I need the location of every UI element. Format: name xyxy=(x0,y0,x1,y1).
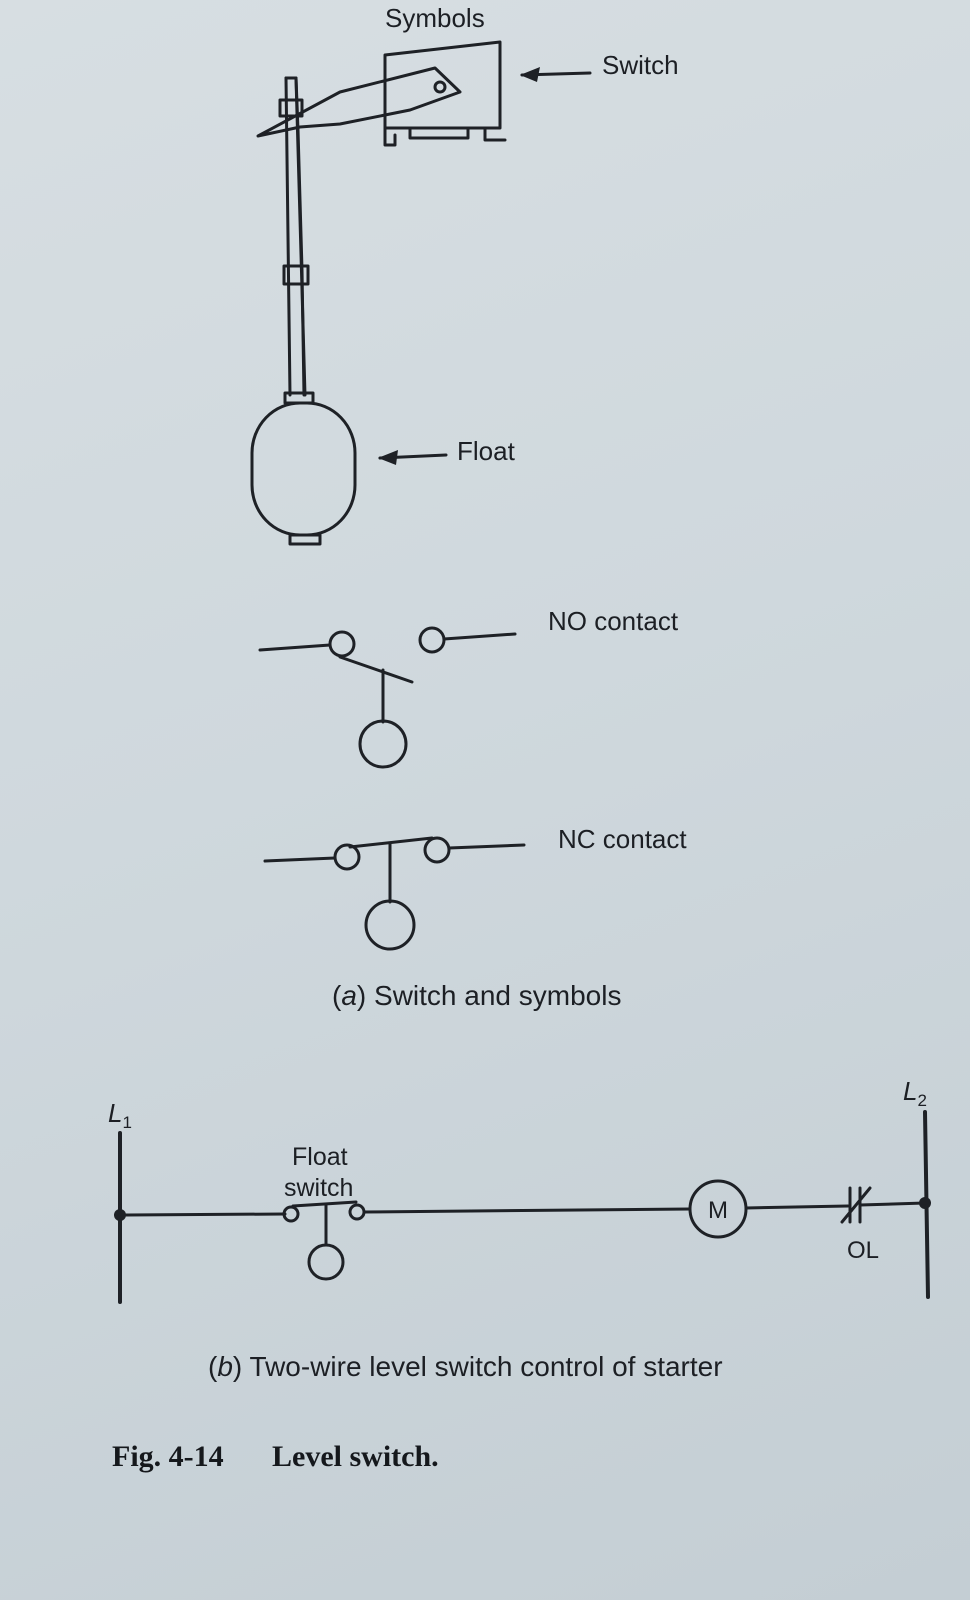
float-bottom-cap xyxy=(288,533,322,546)
float-arrow xyxy=(378,450,448,465)
nc-contact-symbol xyxy=(263,836,526,951)
wire-motor-to-ol xyxy=(744,1204,850,1210)
caption-b-text: Two-wire level switch control of starter xyxy=(250,1351,723,1382)
float-rod-left xyxy=(284,76,292,397)
overload-label: OL xyxy=(847,1237,879,1264)
float-label: Float xyxy=(457,436,516,466)
switch-arrow xyxy=(520,67,592,82)
ladder-diagram xyxy=(114,1110,931,1304)
wire-ol-to-l2 xyxy=(858,1201,927,1207)
float-switch-label-line2: switch xyxy=(284,1174,353,1202)
symbols-label: Symbols xyxy=(385,3,485,33)
figure-title: Level switch. xyxy=(272,1440,439,1473)
switch-housing xyxy=(383,40,502,130)
no-contact-label: NO contact xyxy=(548,606,679,636)
caption-a-letter: a xyxy=(341,980,357,1011)
caption-b-letter: b xyxy=(217,1351,233,1382)
motor-label: M xyxy=(708,1197,728,1224)
switch-lever-arm xyxy=(256,66,462,138)
float-switch-label-line1: Float xyxy=(292,1143,348,1171)
caption-a: (a) Switch and symbols xyxy=(332,980,621,1011)
caption-b: (b) Two-wire level switch control of sta… xyxy=(208,1351,723,1382)
figure-number: Fig. 4-14 xyxy=(112,1440,224,1473)
switch-mounting-feet xyxy=(383,126,507,147)
l1-label: L1 xyxy=(108,1098,132,1132)
float-rod-right xyxy=(294,76,307,397)
lower-nut xyxy=(282,264,310,286)
float-body xyxy=(250,401,357,537)
float-top-cap xyxy=(283,391,315,405)
upper-nut xyxy=(278,98,304,118)
caption-a-text: Switch and symbols xyxy=(374,980,621,1011)
wire-switch-to-motor xyxy=(362,1207,692,1214)
no-contact-symbol xyxy=(258,626,517,769)
l2-label: L2 xyxy=(903,1076,927,1110)
nc-contact-label: NC contact xyxy=(558,824,687,854)
switch-label: Switch xyxy=(602,50,679,80)
wire-l1-to-switch xyxy=(118,1212,287,1217)
mechanical-float-switch xyxy=(250,40,507,546)
lever-pivot xyxy=(433,80,447,94)
float-switch-symbol xyxy=(282,1200,366,1281)
